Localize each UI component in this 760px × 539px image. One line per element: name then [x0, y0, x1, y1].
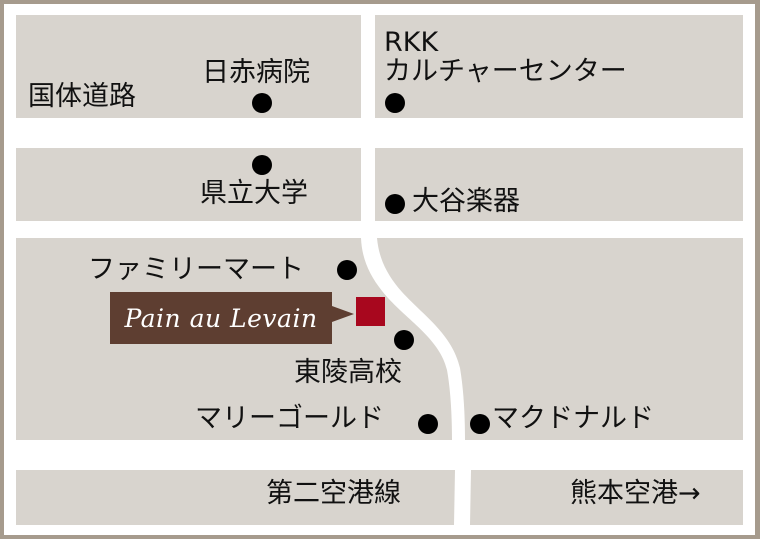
road-label-second-airport-line: 第二空港線 — [266, 478, 401, 509]
shop-location-marker-icon[interactable] — [356, 297, 385, 326]
shop-name: Pain au Levain — [124, 303, 318, 333]
landmark-dot-icon — [394, 330, 414, 350]
shop-name-badge — [110, 292, 332, 344]
block-bottom-left — [16, 470, 455, 525]
landmark-label-otani-gakki: 大谷楽器 — [412, 186, 520, 217]
landmark-dot-icon — [252, 93, 272, 113]
block-top-right — [375, 15, 743, 118]
landmark-dot-icon — [337, 260, 357, 280]
landmark-label-toryo-high-school: 東陵高校 — [294, 357, 402, 388]
block-mid-left — [16, 148, 361, 221]
badge-pointer — [332, 306, 354, 322]
block-top-left — [16, 15, 361, 118]
landmark-label-rkk: RKK — [384, 27, 439, 58]
block-bottom-right — [470, 470, 743, 525]
landmark-dot-icon — [470, 414, 490, 434]
road-label-kokutai: 国体道路 — [28, 81, 136, 112]
landmark-dot-icon — [385, 93, 405, 113]
block-lower-right — [377, 238, 743, 440]
road-label-to-kumamoto-airport: 熊本空港→ — [570, 478, 701, 509]
landmark-label-marigold: マリーゴールド — [195, 403, 384, 434]
landmark-dot-icon — [252, 155, 272, 175]
block-mid-right — [375, 148, 743, 221]
landmark-label-prefectural-university: 県立大学 — [200, 178, 308, 209]
landmark-dot-icon — [385, 194, 405, 214]
landmark-dot-icon — [418, 414, 438, 434]
landmark-label-familymart: ファミリーマート — [88, 254, 304, 285]
landmark-label-mcdonalds: マクドナルド — [492, 403, 654, 434]
landmark-label-culture-center: カルチャーセンター — [384, 56, 627, 87]
landmark-label-red-cross-hospital: 日赤病院 — [202, 57, 310, 88]
